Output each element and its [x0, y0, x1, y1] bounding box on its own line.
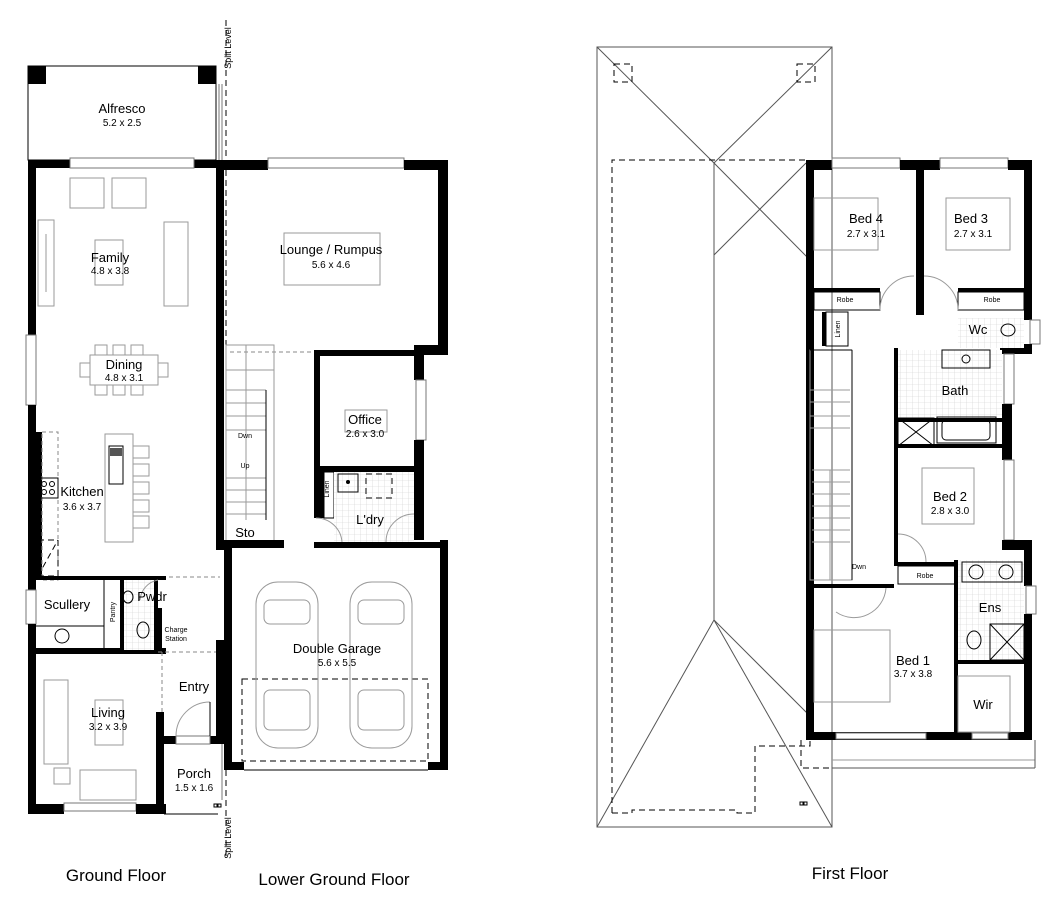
- title-first-floor: First Floor: [812, 864, 889, 883]
- label-bed1: Bed 1: [896, 653, 930, 668]
- label-family: Family: [91, 250, 130, 265]
- label-office: Office: [348, 412, 382, 427]
- dim-lounge: 5.6 x 4.6: [312, 260, 351, 271]
- label-bath: Bath: [942, 383, 969, 398]
- label-ens: Ens: [979, 600, 1002, 615]
- label-robe4: Robe: [837, 297, 854, 304]
- label-linen-lower: Linen: [324, 480, 331, 497]
- label-linen-first: Linen: [835, 320, 842, 337]
- pool-table: [283, 232, 381, 286]
- label-alfresco: Alfresco: [99, 101, 146, 116]
- dim-bed3: 2.7 x 3.1: [954, 229, 993, 240]
- window: [25, 589, 37, 625]
- window: [25, 334, 37, 406]
- roof-outline: [596, 46, 1036, 828]
- car-right: [349, 581, 413, 749]
- split-level-label-top: Split Level: [223, 27, 233, 69]
- title-ground-floor: Ground Floor: [66, 866, 166, 885]
- label-stairs-dwn: Dwn: [238, 433, 252, 440]
- dim-kitchen: 3.6 x 3.7: [63, 502, 102, 513]
- dim-bed4: 2.7 x 3.1: [847, 229, 886, 240]
- label-charge-station-1: Charge: [165, 627, 188, 634]
- title-lower-ground-floor: Lower Ground Floor: [258, 870, 410, 889]
- label-robe2: Robe: [917, 573, 934, 580]
- dim-bed1: 3.7 x 3.8: [894, 669, 933, 680]
- dim-garage: 5.6 x 5.5: [318, 658, 357, 669]
- label-wc: Wc: [969, 322, 988, 337]
- dim-alfresco: 5.2 x 2.5: [103, 118, 142, 129]
- living-furniture: [43, 679, 137, 801]
- ground-floor-plan: [25, 20, 227, 860]
- label-living: Living: [91, 705, 125, 720]
- dim-dining: 4.8 x 3.1: [105, 373, 144, 384]
- label-porch: Porch: [177, 766, 211, 781]
- labels: Alfresco 5.2 x 2.5 Family 4.8 x 3.8 Dini…: [44, 27, 1002, 889]
- label-wir: Wir: [973, 697, 993, 712]
- label-sto: Sto: [235, 525, 255, 540]
- split-level-label-bottom: Split Level: [223, 817, 233, 859]
- label-dining: Dining: [106, 357, 143, 372]
- label-bed2: Bed 2: [933, 489, 967, 504]
- family-furniture: [37, 177, 189, 307]
- car-left: [255, 581, 319, 749]
- kitchen-fittings: [36, 431, 150, 581]
- label-laundry: L'dry: [356, 512, 384, 527]
- label-garage: Double Garage: [293, 641, 381, 656]
- window: [69, 157, 195, 169]
- label-bed4: Bed 4: [849, 211, 883, 226]
- label-stairs-up: Up: [241, 463, 250, 470]
- label-scullery: Scullery: [44, 597, 91, 612]
- label-stairs-first-dwn: Dwn: [852, 564, 866, 571]
- window: [63, 802, 137, 812]
- label-bed3: Bed 3: [954, 211, 988, 226]
- dim-living: 3.2 x 3.9: [89, 722, 128, 733]
- dim-porch: 1.5 x 1.6: [175, 783, 214, 794]
- label-pwdr: Pwdr: [137, 589, 167, 604]
- label-charge-station-2: Station: [165, 636, 187, 643]
- label-pantry: Pantry: [110, 601, 117, 622]
- dim-family: 4.8 x 3.8: [91, 266, 130, 277]
- dim-office: 2.6 x 3.0: [346, 429, 385, 440]
- dim-bed2: 2.8 x 3.0: [931, 506, 970, 517]
- stairs-lower: [225, 344, 275, 546]
- lower-ground-floor-plan: [224, 157, 448, 771]
- label-lounge: Lounge / Rumpus: [280, 242, 383, 257]
- label-kitchen: Kitchen: [60, 484, 103, 499]
- first-floor-plan: [806, 157, 1041, 740]
- label-entry: Entry: [179, 679, 210, 694]
- dining-table: [79, 344, 169, 396]
- label-robe3: Robe: [984, 297, 1001, 304]
